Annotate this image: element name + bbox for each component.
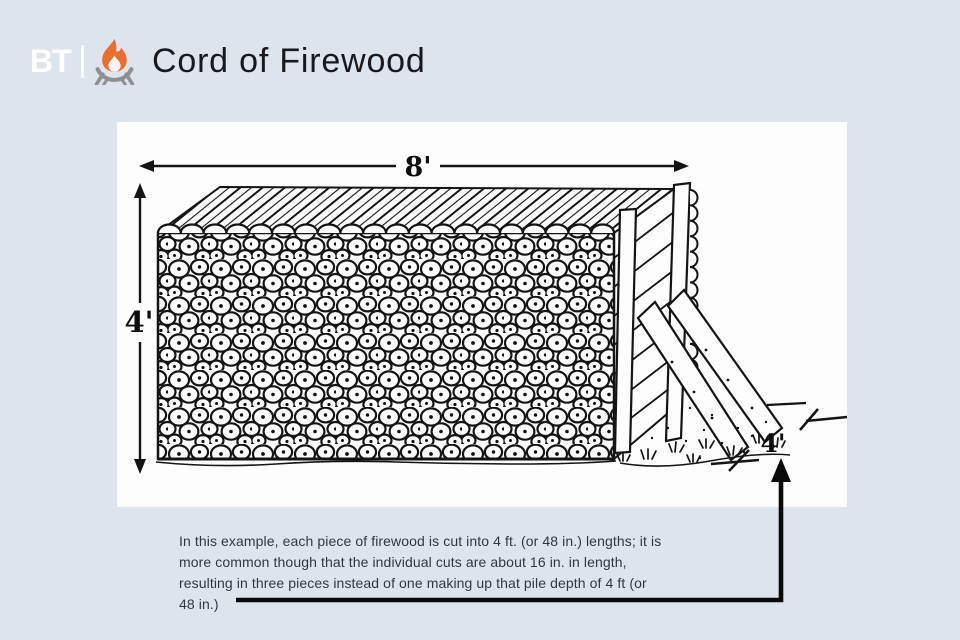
fire-bowl [94,66,134,85]
caption-line: resulting in three pieces instead of one… [179,575,647,591]
support-brace [636,288,784,462]
brand-logo: BT [30,38,135,85]
depth-dimension: 4' [710,401,848,472]
woodpile-illustration [155,181,791,467]
caption-line: more common though that the individual c… [179,554,627,570]
caption-line: In this example, each piece of firewood … [179,533,662,549]
caption-text: In this example, each piece of firewood … [179,531,661,615]
caption-line: 48 in.) [179,596,219,612]
ground-and-grass [155,406,791,467]
callout-arrow [236,458,791,603]
campfire-icon [94,38,134,85]
woodpile-front-face [156,231,616,461]
depth-label: 4' [760,429,785,458]
logo-divider [80,44,84,78]
woodpile-top-scallops [156,223,616,234]
page-title: Cord of Firewood [152,42,426,80]
flame-inner-cutout [108,55,121,72]
logo-text: BT [30,43,72,79]
width-dimension: 8' [139,152,689,183]
support-post-inner [613,207,638,455]
height-label: 4' [124,305,153,339]
width-label: 8' [404,152,431,183]
height-dimension: 4' [124,183,154,474]
flame-icon [101,38,127,72]
